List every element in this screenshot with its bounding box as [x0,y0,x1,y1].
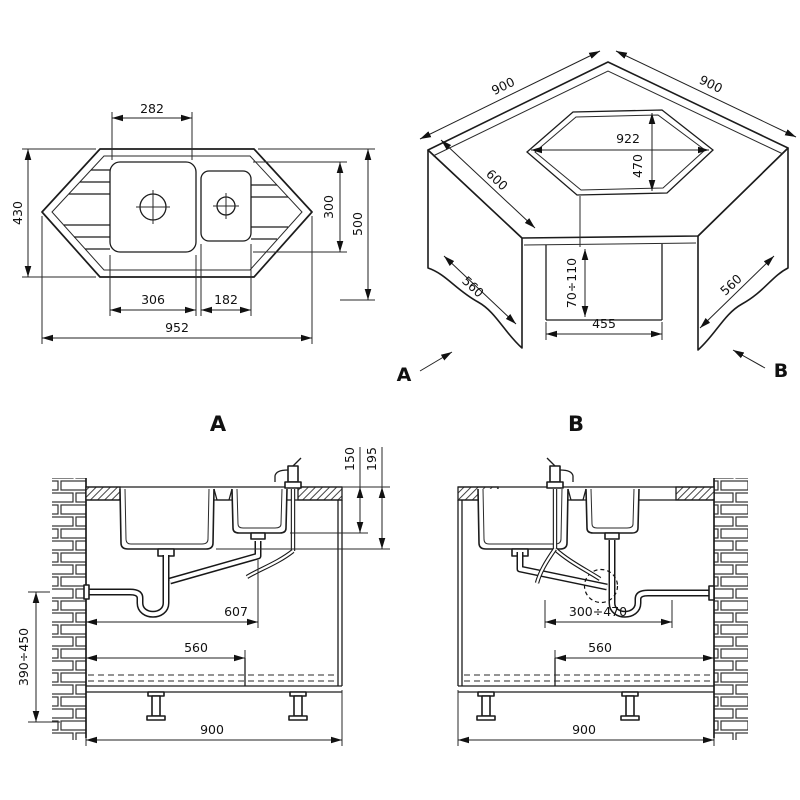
cut-arrow-b [732,349,766,369]
dim-label-390-450: 390÷450 [16,628,31,686]
dim-label-300: 300 [321,195,336,219]
dim-label-922: 922 [616,131,640,146]
dim-label-900-b: 900 [572,722,596,737]
section-b-dimensions: 300÷470 560 900 [457,600,715,746]
dim-label-560-b: 560 [588,640,612,655]
faucet-body [549,465,561,483]
drain-plumbing [83,541,262,618]
cabinet-section [457,500,714,721]
faucet-and-supply [245,457,302,579]
sink-outline [41,148,313,278]
dim-label-500: 500 [350,212,365,236]
cabinet-leg [146,691,166,721]
dim-label-282: 282 [140,101,164,116]
dim-label-470: 470 [630,154,645,178]
small-bowl [200,170,252,242]
dim-label-560-a: 560 [184,640,208,655]
cabinet-section [86,500,343,721]
main-bowl-section [119,488,215,550]
cut-label-b: B [774,360,788,382]
faucet-lever [546,457,556,467]
dim-label-430: 430 [10,201,25,225]
dim-label-182: 182 [214,292,238,307]
section-b-title: B [568,412,584,436]
faucet-lever [292,457,302,467]
dim-label-952: 952 [165,320,189,335]
plan-view: 282 430 300 500 306 182 952 [10,101,375,344]
small-bowl-section [231,488,288,534]
drain-plumbing [516,540,715,618]
iso-view: 900 900 922 470 600 560 560 70÷110 455 A… [397,50,797,386]
dim-label-195: 195 [364,447,379,471]
main-strainer [157,548,175,557]
section-a-title: A [210,412,227,436]
plan-dimensions: 282 430 300 500 306 182 952 [10,101,375,344]
countertop-section-left [85,486,121,501]
cabinet-leg [620,691,640,721]
small-bowl-section [585,488,640,534]
faucet-spout [274,469,289,482]
section-cut-markers: A B [397,349,788,386]
small-strainer [250,532,266,540]
dim-label-70-110: 70÷110 [564,258,579,308]
dim-label-607: 607 [224,604,248,619]
section-b-view: B [457,412,748,746]
dim-label-900-right: 900 [697,72,725,96]
dim-label-300-470: 300÷470 [569,604,627,619]
section-a-dimensions: 150 195 607 560 390÷450 900 [16,447,390,746]
faucet-body [287,465,299,483]
bowl-divider [567,488,587,501]
cabinet-leg [476,691,496,721]
dim-label-900-left: 900 [489,74,517,98]
front-panel [545,196,663,321]
dim-label-900-a: 900 [200,722,224,737]
dim-label-455: 455 [592,316,616,331]
wall-hatch [714,478,748,740]
small-strainer [604,532,620,540]
dim-label-306: 306 [141,292,165,307]
countertop-section-right [297,486,343,501]
countertop-section-right [675,486,715,501]
detail-callout-circle [583,568,619,604]
faucet-and-supply [534,457,602,584]
wall-hatch [52,478,86,740]
cut-label-a: A [397,364,412,386]
main-bowl [109,161,197,253]
section-a-view: A [16,412,390,746]
dim-label-150: 150 [342,447,357,471]
faucet-spout [559,469,574,482]
cut-arrow-a [419,351,453,372]
drainer-grooves [64,169,288,250]
bowl-divider [213,488,233,501]
sink-rim-inner [51,155,303,271]
cabinet-leg [288,691,308,721]
